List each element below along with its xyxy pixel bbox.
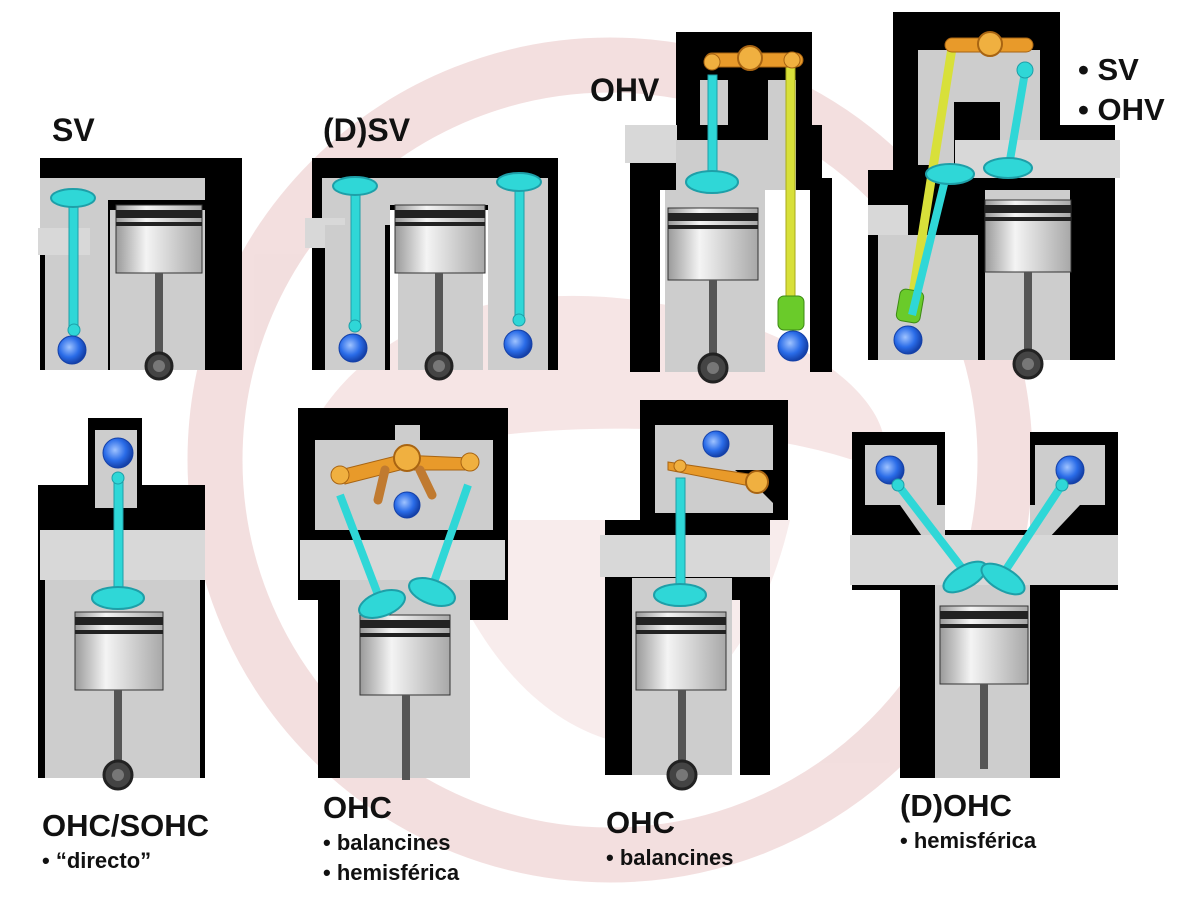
label-bullet-hemisferica-2: • hemisférica (900, 828, 1037, 853)
valve-stem (350, 187, 361, 327)
valve-head (983, 157, 1033, 179)
valve-head (408, 577, 456, 607)
valve-head (332, 176, 378, 196)
valve-head (653, 583, 707, 607)
valve-stem (68, 199, 79, 331)
label-dohc: (D)OHC (900, 788, 1012, 823)
valve-head (980, 562, 1026, 596)
camshaft (57, 335, 87, 365)
panel-ohc-rocker-hemi (298, 408, 508, 780)
camshaft (875, 455, 905, 485)
label-sv: SV (52, 112, 95, 148)
valve-stem (1006, 71, 1029, 161)
connecting-rod (709, 280, 717, 360)
connecting-rod (980, 684, 988, 769)
cylinder-head (322, 178, 548, 225)
connecting-rod (678, 690, 686, 765)
camshaft (702, 430, 730, 458)
valve-head (50, 188, 96, 208)
label-bullet-ohv: • OHV (1078, 92, 1165, 127)
label-ohv: OHV (590, 72, 660, 108)
connecting-rod (155, 273, 163, 353)
panel-sv-ohv (868, 12, 1120, 380)
label-ohc-hemi: OHC (323, 790, 392, 825)
camshaft (1055, 455, 1085, 485)
valve-stem (428, 483, 472, 590)
valve-stem (336, 493, 384, 602)
panel-ohv (625, 32, 832, 384)
valve-head (685, 170, 739, 194)
valve-stem (908, 179, 949, 316)
panel-dsv (305, 158, 558, 381)
valve-stem (113, 477, 124, 591)
panel-dohc (850, 432, 1118, 778)
label-ohc-rocker: OHC (606, 805, 675, 840)
piston (359, 614, 451, 696)
panel-ohc-rocker (600, 400, 788, 791)
valve-stem (999, 482, 1066, 577)
label-bullet-hemisferica: • hemisférica (323, 860, 460, 885)
valve-head (496, 172, 542, 192)
label-ohc-sohc: OHC/SOHC (42, 808, 210, 843)
connecting-rod (435, 273, 443, 353)
valve-stem (675, 477, 686, 591)
connecting-rod (402, 695, 410, 780)
camshaft (102, 437, 134, 469)
camshaft (893, 325, 923, 355)
label-dsv: (D)SV (323, 112, 411, 148)
valve-stem (894, 482, 969, 575)
connecting-rod (1024, 272, 1032, 352)
pushrod (785, 61, 796, 308)
camshaft (503, 329, 533, 359)
valve-stem (514, 183, 525, 319)
valve-head (91, 586, 145, 610)
panel-sv (38, 158, 242, 381)
tappet (777, 295, 805, 331)
panel-ohc-sohc (38, 418, 205, 791)
label-bullet-sv: • SV (1078, 52, 1139, 87)
label-bullet-balancines-2: • balancines (606, 845, 734, 870)
valve-head (358, 589, 406, 619)
camshaft (393, 491, 421, 519)
label-bullet-balancines: • balancines (323, 830, 451, 855)
camshaft (777, 330, 809, 362)
label-bullet-directo: • “directo” (42, 848, 152, 873)
connecting-rod (114, 690, 122, 765)
valve-stem (707, 74, 718, 181)
camshaft (338, 333, 368, 363)
valve-head (925, 163, 975, 185)
